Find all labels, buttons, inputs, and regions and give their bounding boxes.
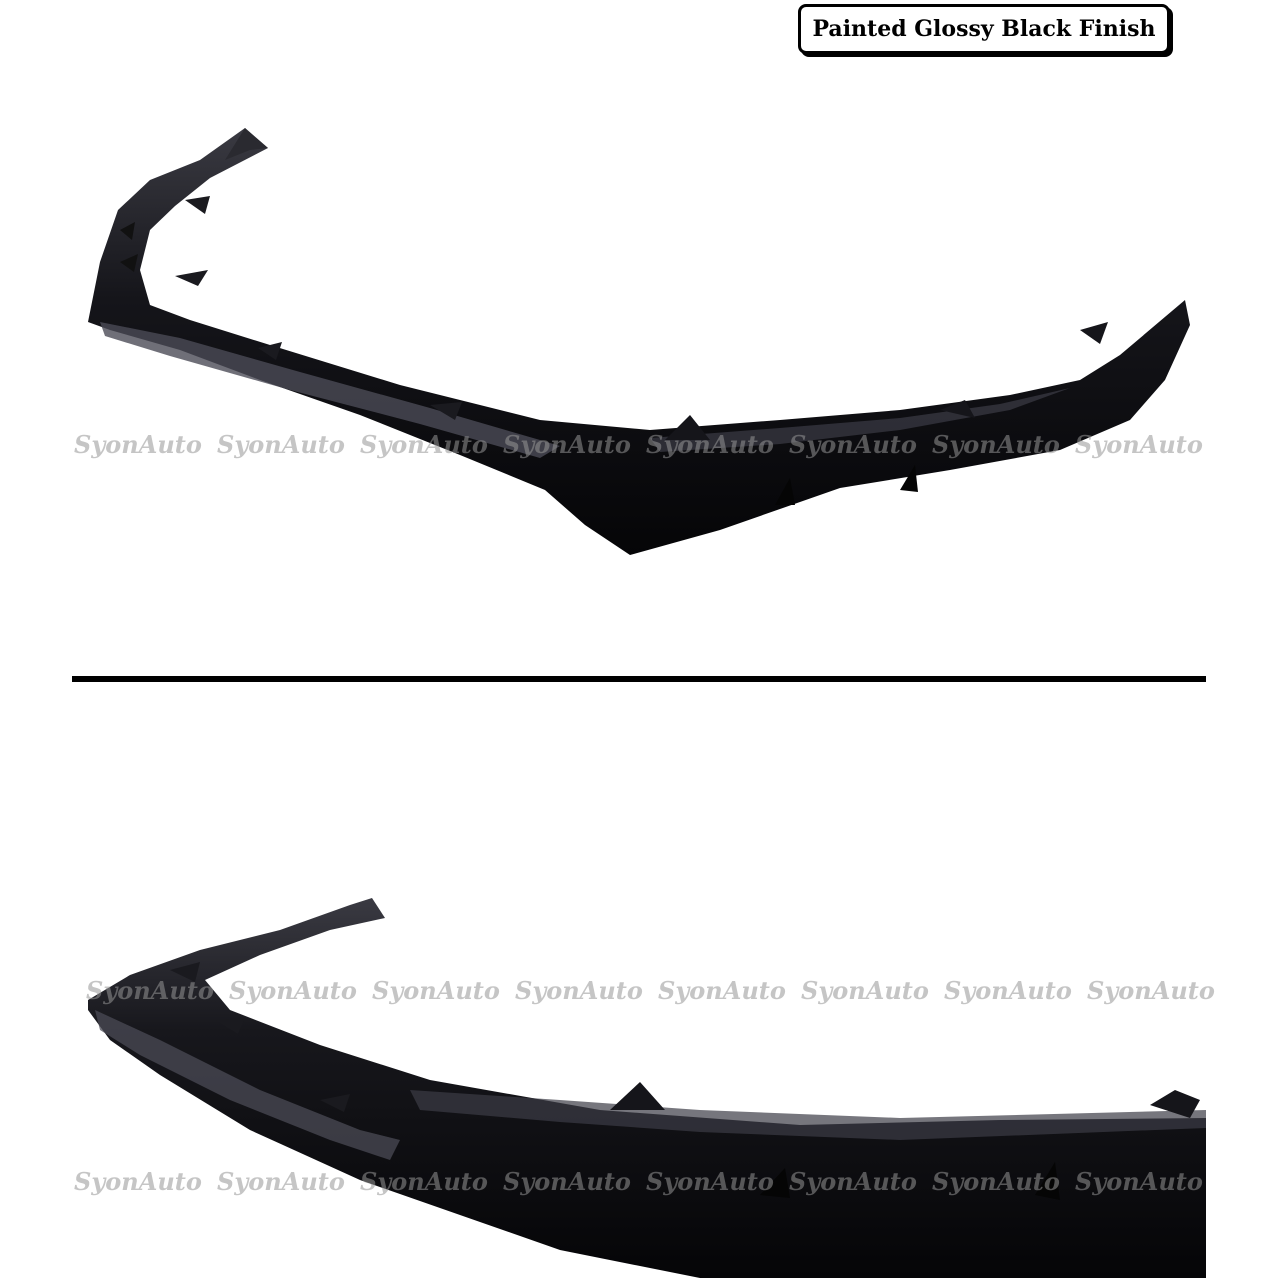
watermark: SyonAuto	[1075, 1167, 1203, 1196]
watermark: SyonAuto	[789, 430, 917, 459]
watermark: SyonAuto	[789, 1167, 917, 1196]
watermark: SyonAuto	[932, 1167, 1060, 1196]
watermark: SyonAuto	[932, 430, 1060, 459]
bottom-product-photo: SyonAuto SyonAuto SyonAuto SyonAuto Syon…	[0, 880, 1278, 1278]
watermark-row-top: SyonAuto SyonAuto SyonAuto SyonAuto Syon…	[0, 430, 1278, 470]
watermark: SyonAuto	[74, 430, 202, 459]
watermark-row-bottom: SyonAuto SyonAuto SyonAuto SyonAuto Syon…	[0, 1167, 1278, 1207]
section-divider	[72, 676, 1206, 682]
watermark: SyonAuto	[503, 430, 631, 459]
watermark: SyonAuto	[217, 430, 345, 459]
watermark: SyonAuto	[1075, 430, 1203, 459]
front-lip-spoiler-top-view	[88, 128, 1190, 555]
watermark: SyonAuto	[360, 430, 488, 459]
watermark: SyonAuto	[372, 976, 500, 1005]
watermark: SyonAuto	[74, 1167, 202, 1196]
top-product-photo: SyonAuto SyonAuto SyonAuto SyonAuto Syon…	[0, 110, 1278, 590]
watermark: SyonAuto	[217, 1167, 345, 1196]
watermark: SyonAuto	[646, 1167, 774, 1196]
watermark: SyonAuto	[229, 976, 357, 1005]
watermark: SyonAuto	[360, 1167, 488, 1196]
watermark: SyonAuto	[944, 976, 1072, 1005]
watermark: SyonAuto	[658, 976, 786, 1005]
watermark: SyonAuto	[515, 976, 643, 1005]
watermark: SyonAuto	[86, 976, 214, 1005]
finish-badge: Painted Glossy Black Finish	[798, 4, 1170, 54]
finish-badge-label: Painted Glossy Black Finish	[812, 16, 1156, 42]
watermark: SyonAuto	[646, 430, 774, 459]
watermark: SyonAuto	[801, 976, 929, 1005]
watermark: SyonAuto	[1087, 976, 1215, 1005]
front-lip-spoiler-close-view	[88, 898, 1206, 1278]
watermark: SyonAuto	[503, 1167, 631, 1196]
watermark-row-middle: SyonAuto SyonAuto SyonAuto SyonAuto Syon…	[0, 976, 1278, 1016]
